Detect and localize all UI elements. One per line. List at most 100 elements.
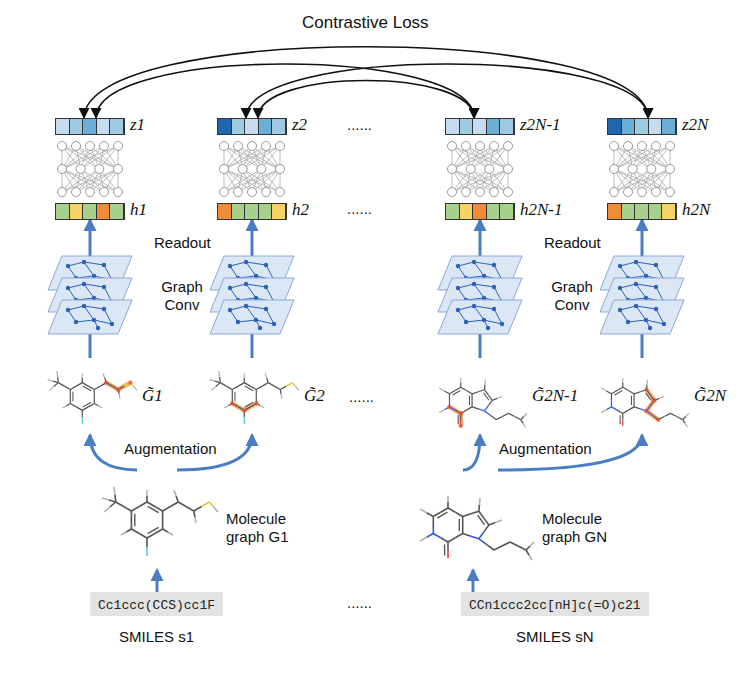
feature-vector: z2N-1 (445, 118, 515, 135)
double-bond-line (631, 396, 632, 405)
masked-atom (116, 388, 120, 392)
augment-highlight (232, 403, 244, 410)
graph-edge (266, 309, 274, 324)
bond-line (455, 387, 461, 390)
vector-cell (56, 204, 70, 219)
double-bond-line (437, 512, 447, 518)
augment-highlight (647, 411, 659, 420)
graph-node (654, 307, 658, 311)
bond-line (216, 383, 221, 387)
double-bond-line (245, 386, 253, 391)
bond-line (194, 507, 202, 512)
vector-cell (460, 204, 474, 219)
vector-cell (487, 204, 501, 219)
bond-line (432, 525, 434, 534)
graph-node (244, 282, 248, 286)
bond-line (174, 490, 176, 496)
bond-line (64, 386, 70, 389)
vector-cell (460, 119, 474, 134)
graph-node (244, 260, 248, 264)
double-bond-line (245, 402, 253, 407)
mlp-neuron (72, 142, 81, 151)
bond-line (622, 383, 623, 388)
bond-line (139, 502, 147, 507)
bond-line (510, 542, 518, 546)
mlp-neuron (652, 188, 661, 197)
bond-line (521, 420, 523, 424)
masked-atom (459, 424, 463, 428)
bond-line (292, 383, 295, 387)
graph-edge (458, 306, 474, 310)
mlp-neuron (100, 142, 109, 151)
bond-line (195, 517, 196, 523)
vector-cell (473, 204, 487, 219)
flow-arrow (463, 435, 480, 470)
mlp-neuron (276, 142, 285, 151)
graph-node (634, 260, 638, 264)
graph-edge (474, 262, 484, 276)
contrastive-arrow (96, 64, 474, 118)
double-bond-line (83, 402, 91, 407)
graph-node (618, 286, 622, 290)
mlp-neuron (624, 142, 633, 151)
bond-line (48, 380, 53, 382)
mlp-neuron (628, 165, 637, 174)
molecule-graph: G̃2 (202, 358, 302, 435)
graph-edge (246, 262, 266, 265)
vector-cell (56, 119, 70, 134)
symbol-label: G̃2N-1 (532, 386, 578, 406)
vector-cell (70, 119, 84, 134)
graph-node (456, 286, 460, 290)
bond-line (471, 394, 472, 401)
molecule-drawing (92, 470, 222, 570)
bond-line (460, 383, 461, 388)
graph-node (482, 318, 486, 322)
bond-line (494, 546, 502, 550)
bond-line (439, 388, 444, 391)
bond-line (66, 403, 70, 405)
bond-line (611, 391, 617, 394)
augment-highlight (647, 400, 655, 411)
augment-highlight (106, 383, 118, 390)
mlp-neuron (257, 165, 266, 174)
bond-line (526, 546, 530, 550)
graph-edge (246, 306, 256, 320)
graph-node (82, 282, 86, 286)
double-bond-line (83, 386, 91, 391)
molecule-graph: Molecule graph G1 (92, 470, 222, 570)
vector-cell (83, 119, 97, 134)
double-bond-line (234, 392, 235, 402)
bond-line (479, 532, 484, 539)
feature-vector: h2N-1 (445, 203, 515, 220)
graph-node (456, 264, 460, 268)
masked-atom (254, 402, 258, 406)
mlp-neuron (448, 142, 457, 151)
bond-line (226, 386, 232, 389)
molecule-drawing (430, 358, 530, 435)
bond-line (449, 391, 455, 394)
feature-vector: z1 (55, 118, 125, 135)
bond-line (232, 390, 233, 397)
bond-line (478, 390, 484, 392)
bond-line (56, 371, 58, 377)
bond-line (280, 386, 286, 389)
bond-line (683, 417, 686, 420)
graph-node (264, 263, 268, 267)
masked-atom (448, 405, 452, 409)
bond-line (121, 532, 126, 535)
bond-line (444, 391, 449, 394)
vector-cell (662, 204, 676, 219)
annotation-label: ...... (345, 594, 374, 612)
graph-edge (474, 306, 494, 309)
bond-line (114, 495, 117, 503)
masked-atom (652, 399, 656, 403)
mlp-neuron (490, 142, 499, 151)
bond-line (601, 410, 606, 413)
bond-line (58, 383, 64, 386)
masked-atom (652, 399, 656, 403)
bond-line (628, 407, 634, 410)
bond-line (529, 555, 532, 560)
graph-node (264, 285, 268, 289)
mlp-neuron (504, 165, 513, 174)
